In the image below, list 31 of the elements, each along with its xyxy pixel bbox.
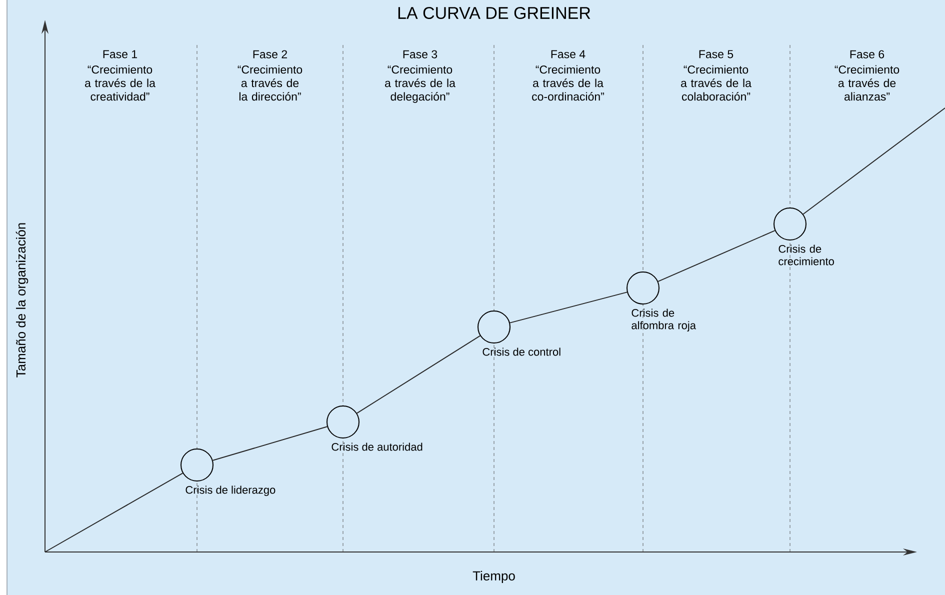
curve-segment <box>509 292 628 324</box>
phase-description: “Crecimiento a través de la creatividad” <box>85 65 156 101</box>
phase-description: “Crecimiento a través de la delegación” <box>385 65 456 103</box>
curve-segment <box>658 230 776 282</box>
crisis-circle <box>180 448 214 482</box>
phase-heading: Fase 5 <box>699 50 734 58</box>
curve-segment <box>802 108 945 215</box>
crisis-label: Crisis de autoridad <box>332 442 422 451</box>
crisis-label: Crisis de control <box>482 348 560 356</box>
crisis-label: Crisis de crecimiento <box>778 244 834 266</box>
phase-description: “Crecimiento a través de la colaboración” <box>681 65 752 101</box>
phase-description: “Crecimiento a través de la co-ordinación” <box>532 65 604 101</box>
axis-label: Tiempo <box>472 570 515 584</box>
crisis-label: Crisis de liderazgo <box>186 486 276 496</box>
phase-description: “Crecimiento a través de alianzas” <box>834 65 900 101</box>
phase-heading: Fase 3 <box>403 50 438 58</box>
phase-heading: Fase 2 <box>253 50 287 58</box>
phase-heading: Fase 6 <box>850 50 884 58</box>
curve-segment <box>356 335 481 414</box>
crisis-circle <box>326 406 360 438</box>
crisis-label: Crisis de alfombra roja <box>632 308 696 332</box>
crisis-circle <box>774 208 806 240</box>
phase-description: “Crecimiento a través de la dirección” <box>238 65 302 101</box>
curve-segment <box>212 426 328 461</box>
phase-heading: Fase 1 <box>103 50 137 58</box>
axis-label: Tamaño de la organización <box>16 223 28 378</box>
phase-heading: Fase 4 <box>551 50 586 58</box>
crisis-circle <box>478 310 510 344</box>
title: LA CURVA DE GREINER <box>398 6 590 20</box>
crisis-circle <box>626 272 660 304</box>
curve-segment <box>44 472 184 552</box>
